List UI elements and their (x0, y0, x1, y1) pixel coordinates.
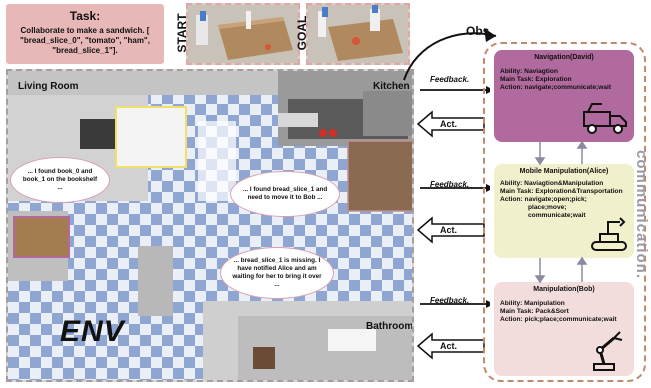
task-title: Task: (69, 9, 101, 23)
speech-bubble-bread-missing: ... bread_slice_1 is missing. I have not… (220, 247, 334, 299)
agent-action-david: Action: navigate;communicate;wait (500, 84, 612, 91)
obs-label: Obs. (466, 24, 493, 38)
agent-card-david: Navigation(David) Ability: Naviagtion Ma… (494, 50, 634, 142)
obs-arrow (403, 28, 497, 81)
agent-card-alice: Mobile Manipulation(Alice) Ability: Navi… (494, 164, 634, 258)
speech-bubble-book: ... I found book_0 and book_1 on the boo… (10, 157, 110, 203)
feedback-act-arrows (416, 86, 490, 360)
feedback-label-3: Feedback. (430, 296, 470, 305)
room-kitchen: Kitchen (373, 81, 410, 92)
agent-arrows-left (534, 142, 546, 284)
agent-task-bob: Main Task: Pack&Sort (500, 308, 569, 315)
act-label-1: Act. (440, 119, 458, 129)
agent-arrows-right (576, 140, 588, 282)
task-box: Task: Collaborate to make a sandwich. [ … (6, 4, 164, 64)
start-image (186, 3, 300, 65)
agent-task-david: Main Task: Exploration (500, 76, 572, 83)
agent-title-bob: Manipulation(Bob) (533, 286, 595, 293)
feedback-label-2: Feedback. (430, 180, 470, 189)
agent-action3-alice: communicate;wait (528, 212, 586, 219)
communication-panel (483, 42, 646, 382)
agent-card-bob: Manipulation(Bob) Ability: Manipulation … (494, 282, 634, 376)
agent-ability-bob: Ability: Manipulation (500, 300, 565, 307)
agent-ability-david: Ability: Naviagtion (500, 68, 558, 75)
agent-action-bob: Action: pick;place;communicate;wait (500, 316, 617, 323)
feedback-label-1: Feedback. (430, 75, 470, 84)
agent-action2-alice: place;move; (528, 204, 567, 211)
truck-icon (583, 103, 627, 134)
room-bathroom: Bathroom (366, 321, 414, 332)
agent-ability-alice: Ability: Naviagtion&Manipulation (500, 180, 604, 187)
goal-image (306, 3, 410, 65)
robot-arm-icon (593, 331, 623, 371)
agent-title-david: Navigation(David) (534, 54, 594, 61)
communication-label: communication. (633, 150, 650, 280)
task-body: Collaborate to make a sandwich. [ "bread… (20, 26, 150, 55)
agent-action-alice: Action: navigate;open;pick; (500, 196, 587, 203)
speech-bubble-bread-found: ... I found bread_slice_1 and need to mo… (230, 171, 340, 217)
env-label: ENV (60, 315, 125, 348)
agent-title-alice: Mobile Manipulation(Alice) (519, 168, 609, 175)
mobile-robot-arm-icon (591, 217, 627, 251)
act-label-3: Act. (440, 341, 458, 351)
act-label-2: Act. (440, 225, 458, 235)
agent-task-alice: Main Task: Exploration&Transportation (500, 188, 623, 195)
room-living-room: Living Room (18, 81, 79, 92)
environment-view: Living Room Kitchen Bathroom ... I found… (6, 69, 414, 382)
